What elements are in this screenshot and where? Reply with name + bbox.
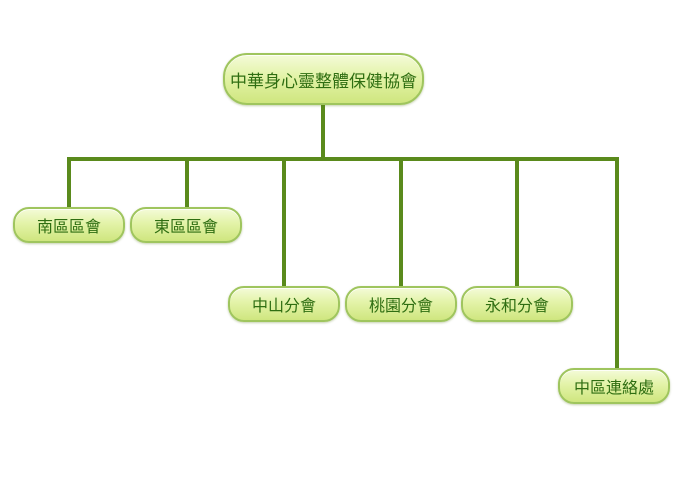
node-central-liaison[interactable]: 中區連絡處 [558,368,670,404]
connector-branch-zhongshan [282,157,286,289]
node-east-district[interactable]: 東區區會 [130,207,242,243]
node-taoyuan-branch-label: 桃園分會 [368,296,433,315]
node-yonghe-branch[interactable]: 永和分會 [461,286,573,322]
node-east-district-label: 東區區會 [153,217,218,236]
root-node[interactable]: 中華身心靈整體保健協會 [223,53,424,105]
node-south-district-label: 南區區會 [36,217,101,236]
node-taoyuan-branch[interactable]: 桃園分會 [345,286,457,322]
connector-branch-east [185,157,189,209]
node-zhongshan-branch-label: 中山分會 [251,296,316,315]
node-yonghe-branch-label: 永和分會 [484,296,549,315]
node-zhongshan-branch[interactable]: 中山分會 [228,286,340,322]
connector-branch-south [67,157,71,209]
node-south-district[interactable]: 南區區會 [13,207,125,243]
connector-root-stem [321,104,325,160]
connector-branch-yonghe [515,157,519,289]
root-node-label: 中華身心靈整體保健協會 [230,71,417,92]
connector-branch-taoyuan [399,157,403,289]
connector-horizontal-bar [67,157,619,161]
connector-branch-central [615,157,619,371]
node-central-liaison-label: 中區連絡處 [573,378,654,397]
